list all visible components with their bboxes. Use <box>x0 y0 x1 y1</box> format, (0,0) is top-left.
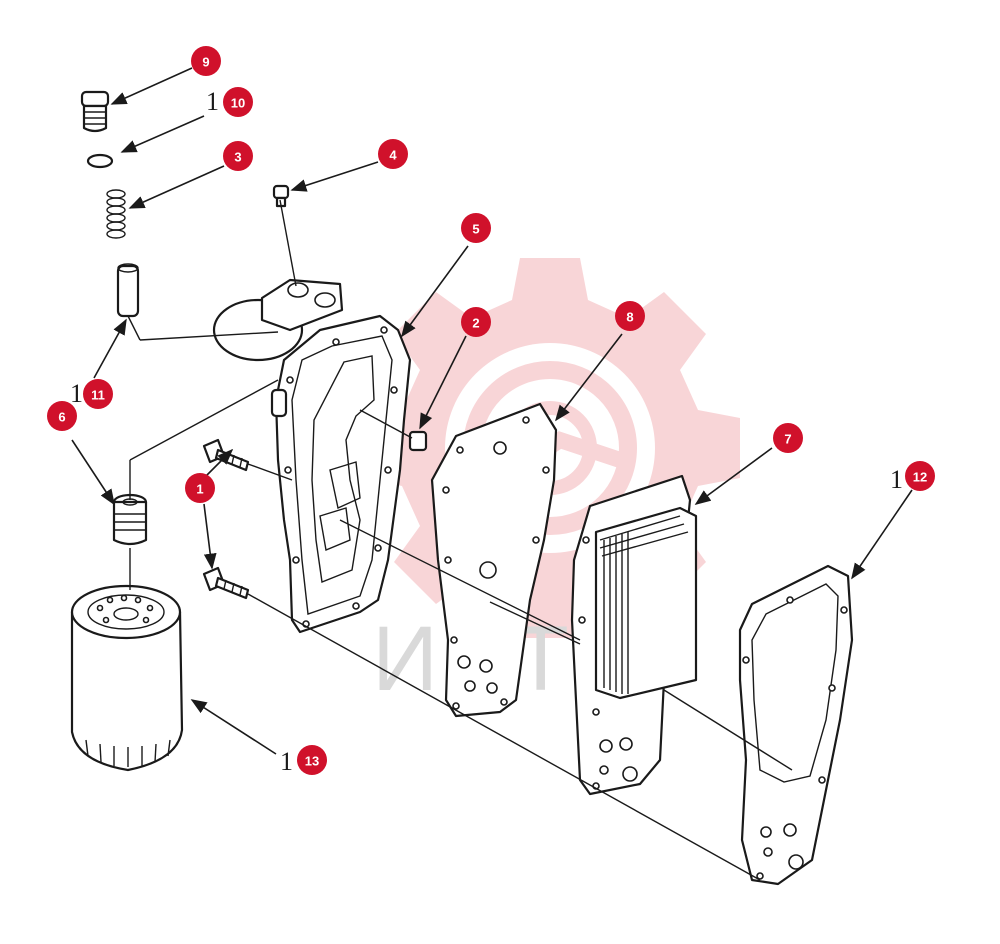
callout-12: 12 <box>905 461 935 491</box>
svg-text:6: 6 <box>58 410 65 425</box>
callout-13: 13 <box>297 745 327 775</box>
leader-11 <box>93 318 127 379</box>
callout-7: 7 <box>773 423 803 453</box>
part-o-ring <box>86 153 114 169</box>
leader-9 <box>110 67 193 105</box>
leader-5 <box>401 245 469 338</box>
ref-digit-10: 1 <box>206 87 219 116</box>
callout-5: 5 <box>461 213 491 243</box>
part-plug-bolt <box>359 409 428 452</box>
ref-digit-11: 1 <box>70 379 83 408</box>
leader-3 <box>128 165 225 209</box>
svg-text:8: 8 <box>626 310 633 325</box>
callout-9: 9 <box>191 46 221 76</box>
svg-text:4: 4 <box>389 148 397 163</box>
callout-4: 4 <box>378 139 408 169</box>
leader-13 <box>190 699 277 755</box>
ref-digit-13: 1 <box>280 747 293 776</box>
part-gasket-rear <box>738 564 854 886</box>
leader-arrows <box>71 67 913 755</box>
part-valve-plunger <box>116 263 140 318</box>
part-adapter-nipple <box>112 493 148 546</box>
part-filter-head-housing <box>212 278 412 634</box>
callout-8: 8 <box>615 301 645 331</box>
svg-text:13: 13 <box>305 754 319 769</box>
part-spring <box>106 189 126 239</box>
part-cooler-core <box>570 474 698 796</box>
leader-6 <box>71 439 115 506</box>
svg-text:12: 12 <box>913 470 927 485</box>
leader-10 <box>120 115 205 153</box>
part-oil-filter <box>70 584 184 772</box>
svg-text:1: 1 <box>196 482 203 497</box>
ref-digit-12: 1 <box>890 465 903 494</box>
part-plug <box>80 90 110 133</box>
svg-text:2: 2 <box>472 316 479 331</box>
svg-text:3: 3 <box>234 150 241 165</box>
callout-6: 6 <box>47 401 77 431</box>
svg-text:7: 7 <box>784 432 791 447</box>
leader-8 <box>555 333 623 422</box>
assembly-guide-lines <box>127 199 793 881</box>
svg-text:5: 5 <box>472 222 479 237</box>
part-gasket-front <box>430 402 558 718</box>
leader-1-lower <box>203 503 217 570</box>
callout-1: 1 <box>185 473 215 503</box>
callout-10: 10 <box>223 87 253 117</box>
leader-1-upper <box>205 448 234 477</box>
leader-7 <box>694 447 773 505</box>
leader-12 <box>851 489 913 580</box>
svg-text:11: 11 <box>91 388 105 403</box>
leader-4 <box>290 161 379 192</box>
callout-11: 11 <box>83 379 113 409</box>
callout-3: 3 <box>223 141 253 171</box>
callout-2: 2 <box>461 307 491 337</box>
svg-text:9: 9 <box>202 55 209 70</box>
leader-2 <box>419 335 467 430</box>
svg-text:10: 10 <box>231 96 245 111</box>
part-bolt-lower <box>202 566 250 600</box>
